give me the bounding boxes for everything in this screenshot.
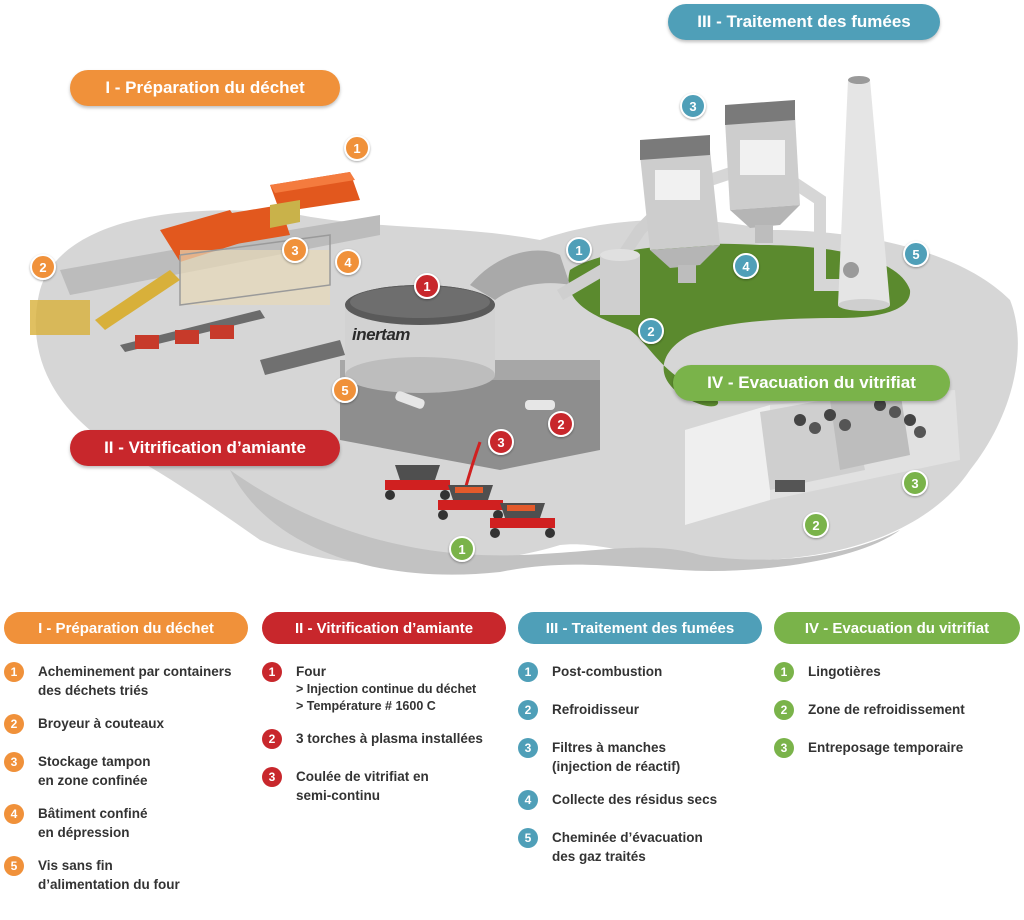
legend-item-text: Acheminement par containers des déchets … [38, 664, 232, 698]
legend-item: 1 Post-combustion [518, 662, 762, 686]
furnace [340, 250, 600, 501]
inertam-logo-text: inertam [352, 325, 410, 344]
marker-fumes-1: 1 [566, 237, 592, 263]
legend-item-text: Filtres à manches (injection de réactif) [552, 740, 681, 774]
legend-column-vitrification: II - Vitrification d’amiante 1 Four > In… [262, 612, 506, 819]
legend-item-text: 3 torches à plasma installées [296, 731, 483, 746]
legend-column-fumes: III - Traitement des fumées 1 Post-combu… [518, 612, 762, 880]
fume-treatment [556, 76, 890, 315]
legend-item: 2 3 torches à plasma installées [262, 729, 506, 753]
legend-item: 1 Acheminement par containers des déchet… [4, 662, 248, 700]
marker-prep-5: 5 [332, 377, 358, 403]
legend-item-text: Entreposage temporaire [808, 740, 964, 755]
marker-fumes-2: 2 [638, 318, 664, 344]
legend-item-text: Four > Injection continue du déchet > Te… [296, 664, 477, 713]
legend-item: 4 Bâtiment confiné en dépression [4, 804, 248, 842]
legend-number: 3 [518, 738, 538, 758]
legend-number: 3 [774, 738, 794, 758]
legend-number: 1 [262, 662, 282, 682]
legend-item: 1 Four > Injection continue du déchet > … [262, 662, 506, 715]
legend-title-fumes: III - Traitement des fumées [518, 612, 762, 644]
legend-number: 3 [4, 752, 24, 772]
legend-number: 2 [4, 714, 24, 734]
legend-item-text: Vis sans fin d’alimentation du four [38, 858, 180, 892]
section-label-vitrification: II - Vitrification d’amiante [70, 430, 340, 466]
storage-building [685, 390, 960, 525]
legend-title-vitrification: II - Vitrification d’amiante [262, 612, 506, 644]
legend-item: 2 Broyeur à couteaux [4, 714, 248, 738]
legend-item-text: Cheminée d’évacuation des gaz traités [552, 830, 703, 864]
marker-evac-3: 3 [902, 470, 928, 496]
legend-number: 1 [774, 662, 794, 682]
legend-item-text: Stockage tampon en zone confinée [38, 754, 151, 788]
marker-prep-1: 1 [344, 135, 370, 161]
legend-item: 3 Coulée de vitrifiat en semi-continu [262, 767, 506, 805]
legend-number: 1 [4, 662, 24, 682]
section-label-evacuation: IV - Evacuation du vitrifiat [673, 365, 950, 401]
marker-fumes-3: 3 [680, 93, 706, 119]
legend-item: 5 Vis sans fin d’alimentation du four [4, 856, 248, 894]
legend-item-text: Broyeur à couteaux [38, 716, 165, 731]
marker-prep-4: 4 [335, 249, 361, 275]
legend-title-prep: I - Préparation du déchet [4, 612, 248, 644]
legend-item: 5 Cheminée d’évacuation des gaz traités [518, 828, 762, 866]
prep-zone [30, 172, 380, 375]
legend-item: 3 Entreposage temporaire [774, 738, 1020, 762]
legend-item-text: Collecte des résidus secs [552, 792, 718, 807]
marker-vitri-1: 1 [414, 273, 440, 299]
legend-item: 4 Collecte des résidus secs [518, 790, 762, 814]
legend-item-text: Lingotières [808, 664, 881, 679]
legend-item-text: Coulée de vitrifiat en semi-continu [296, 769, 429, 803]
legend-item-text: Bâtiment confiné en dépression [38, 806, 148, 840]
legend-item: 3 Stockage tampon en zone confinée [4, 752, 248, 790]
legend-title-evacuation: IV - Evacuation du vitrifiat [774, 612, 1020, 644]
section-label-fumes: III - Traitement des fumées [668, 4, 940, 40]
legend-number: 4 [518, 790, 538, 810]
plant-illustration: I - Préparation du déchet II - Vitrifica… [30, 4, 1018, 575]
legend-item-text: Refroidisseur [552, 702, 640, 717]
marker-prep-3: 3 [282, 237, 308, 263]
marker-fumes-5: 5 [903, 241, 929, 267]
legend-number: 2 [518, 700, 538, 720]
ground-shadow [230, 470, 900, 575]
legend-item-text: Post-combustion [552, 664, 663, 679]
ingot-carts [385, 465, 555, 538]
legend-number: 3 [262, 767, 282, 787]
marker-prep-2: 2 [30, 254, 56, 280]
legend-item: 2 Zone de refroidissement [774, 700, 1020, 724]
marker-vitri-3: 3 [488, 429, 514, 455]
plant-drawing [30, 76, 1018, 575]
legend-column-prep: I - Préparation du déchet 1 Acheminement… [4, 612, 248, 908]
legend-number: 5 [4, 856, 24, 876]
marker-vitri-2: 2 [548, 411, 574, 437]
marker-evac-1: 1 [449, 536, 475, 562]
legend-item-text: Zone de refroidissement [808, 702, 965, 717]
section-label-prep: I - Préparation du déchet [70, 70, 340, 106]
legend-number: 5 [518, 828, 538, 848]
legend-number: 1 [518, 662, 538, 682]
legend-number: 4 [4, 804, 24, 824]
legend-item: 1 Lingotières [774, 662, 1020, 686]
marker-fumes-4: 4 [733, 253, 759, 279]
legend: I - Préparation du déchet 1 Acheminement… [0, 612, 1024, 920]
legend-number: 2 [262, 729, 282, 749]
legend-column-evacuation: IV - Evacuation du vitrifiat 1 Lingotièr… [774, 612, 1020, 776]
legend-item: 2 Refroidisseur [518, 700, 762, 724]
legend-number: 2 [774, 700, 794, 720]
legend-item: 3 Filtres à manches (injection de réacti… [518, 738, 762, 776]
marker-evac-2: 2 [803, 512, 829, 538]
